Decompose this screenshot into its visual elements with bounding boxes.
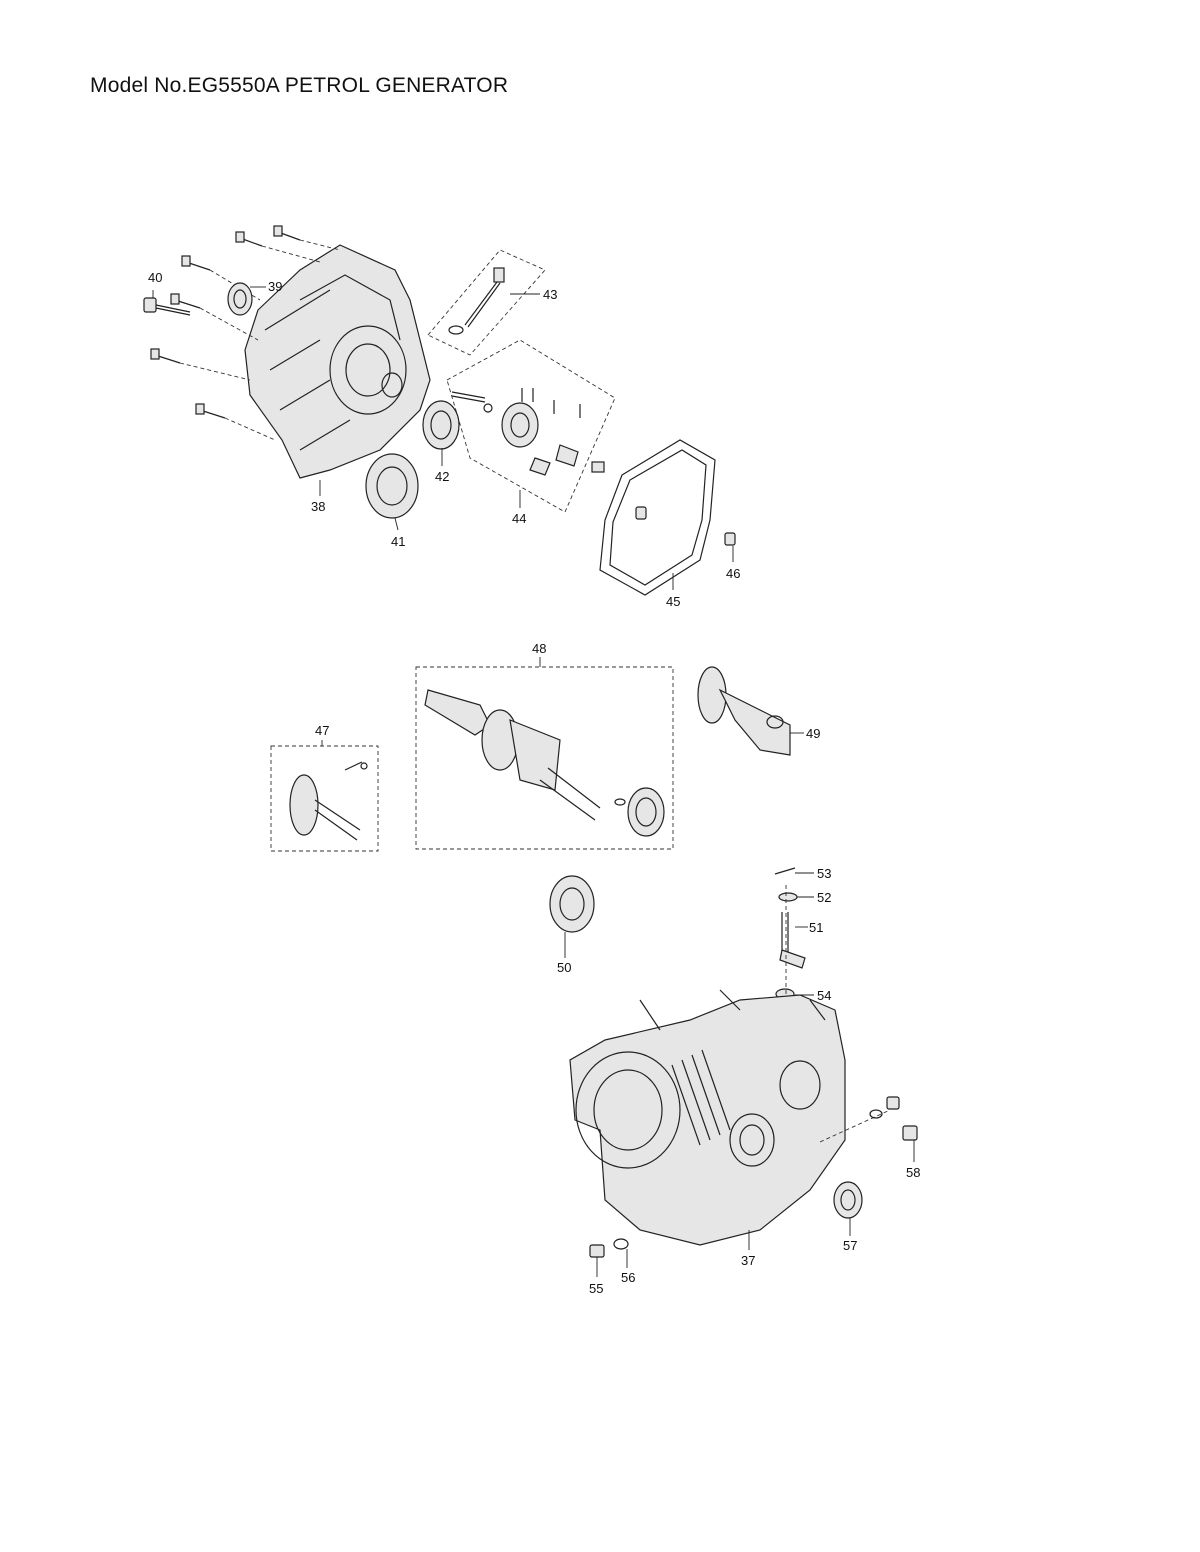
governor-arm-parts xyxy=(774,867,806,1030)
callout-57: 57 xyxy=(843,1238,857,1253)
drain-bolt-55-and-washer-56 xyxy=(589,1238,629,1258)
leader-lines xyxy=(152,286,915,1277)
bolt-40 xyxy=(143,297,191,316)
bolt-group-cover xyxy=(150,225,341,441)
callout-45: 45 xyxy=(666,594,680,609)
callout-51: 51 xyxy=(809,920,823,935)
bearing-50 xyxy=(549,875,595,933)
callout-labels: 40 39 43 42 41 38 44 45 46 48 49 47 53 5… xyxy=(148,270,920,1296)
callout-40: 40 xyxy=(148,270,162,285)
bearing-42 xyxy=(422,400,460,450)
callout-54: 54 xyxy=(817,988,831,1003)
dowel-pin-46 xyxy=(635,506,736,546)
callout-56: 56 xyxy=(621,1270,635,1285)
callout-46: 46 xyxy=(726,566,740,581)
callout-53: 53 xyxy=(817,866,831,881)
governor-group-44 xyxy=(446,339,616,513)
callout-52: 52 xyxy=(817,890,831,905)
crankcase-37 xyxy=(569,989,846,1246)
callout-41: 41 xyxy=(391,534,405,549)
crankshaft-group-48 xyxy=(415,666,674,850)
callout-49: 49 xyxy=(806,726,820,741)
crankcase-cover-38 xyxy=(244,244,431,479)
page-title: Model No.EG5550A PETROL GENERATOR xyxy=(90,74,509,97)
callout-37: 37 xyxy=(741,1253,755,1268)
fastener-58 xyxy=(819,1096,918,1143)
balancer-shaft-49 xyxy=(697,666,791,756)
callout-50: 50 xyxy=(557,960,571,975)
callout-48: 48 xyxy=(532,641,546,656)
gasket-45 xyxy=(599,439,716,596)
bearing-41 xyxy=(365,453,419,519)
callout-58: 58 xyxy=(906,1165,920,1180)
callout-47: 47 xyxy=(315,723,329,738)
callout-38: 38 xyxy=(311,499,325,514)
callout-43: 43 xyxy=(543,287,557,302)
callout-42: 42 xyxy=(435,469,449,484)
callout-44: 44 xyxy=(512,511,526,526)
callout-39: 39 xyxy=(268,279,282,294)
callout-55: 55 xyxy=(589,1281,603,1296)
dipstick-group-43 xyxy=(427,249,546,356)
oil-seal-57 xyxy=(833,1181,863,1219)
camshaft-group-47 xyxy=(270,745,379,852)
oil-seal-39 xyxy=(227,282,253,316)
